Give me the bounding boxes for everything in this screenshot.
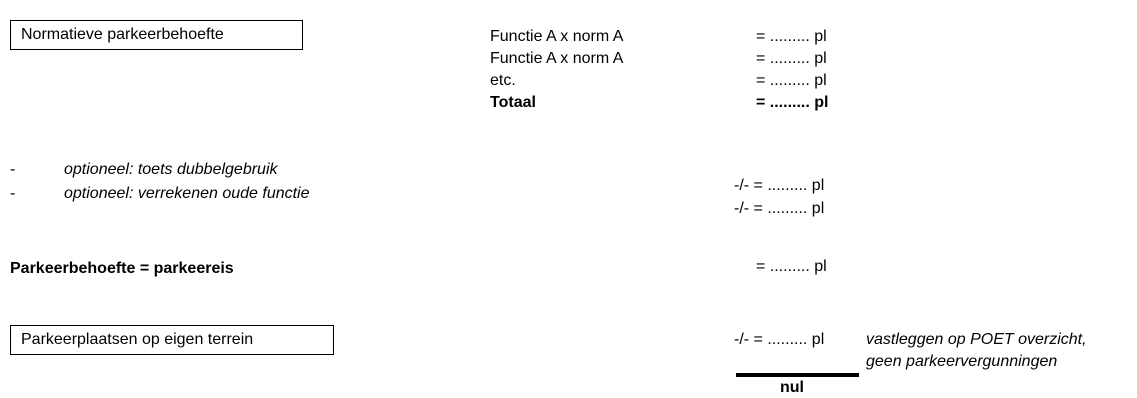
normative-row-3-label: etc.: [490, 72, 516, 89]
normative-box: Normatieve parkeerbehoefte: [10, 20, 303, 50]
optional-item-2-label: optioneel: verrekenen oude functie: [64, 185, 310, 202]
normative-box-label: Normatieve parkeerbehoefte: [21, 26, 224, 43]
requirement-value: = ......... pl: [756, 258, 827, 275]
optional-bullet-1: -: [10, 161, 16, 178]
own-terrain-box: Parkeerplaatsen op eigen terrein: [10, 325, 334, 355]
optional-bullet-2: -: [10, 185, 16, 202]
normative-row-2-label: Functie A x norm A: [490, 50, 624, 67]
result-rule: [736, 373, 859, 377]
own-terrain-note-line-2: geen parkeervergunningen: [866, 353, 1058, 370]
optional-item-1-label: optioneel: toets dubbelgebruik: [64, 161, 278, 178]
own-terrain-note-line-1: vastleggen op POET overzicht,: [866, 331, 1087, 348]
normative-row-1-value: = ......... pl: [756, 28, 827, 45]
optional-item-1-value: -/- = ......... pl: [734, 177, 825, 194]
normative-total-value: = ......... pl: [756, 94, 829, 111]
normative-total-label: Totaal: [490, 94, 536, 111]
normative-row-1-label: Functie A x norm A: [490, 28, 624, 45]
normative-row-2-value: = ......... pl: [756, 50, 827, 67]
own-terrain-box-label: Parkeerplaatsen op eigen terrein: [21, 331, 254, 348]
requirement-label: Parkeerbehoefte = parkeereis: [10, 260, 234, 277]
optional-item-2-value: -/- = ......... pl: [734, 200, 825, 217]
own-terrain-value: -/- = ......... pl: [734, 331, 825, 348]
result-label: nul: [780, 379, 804, 396]
normative-row-3-value: = ......... pl: [756, 72, 827, 89]
